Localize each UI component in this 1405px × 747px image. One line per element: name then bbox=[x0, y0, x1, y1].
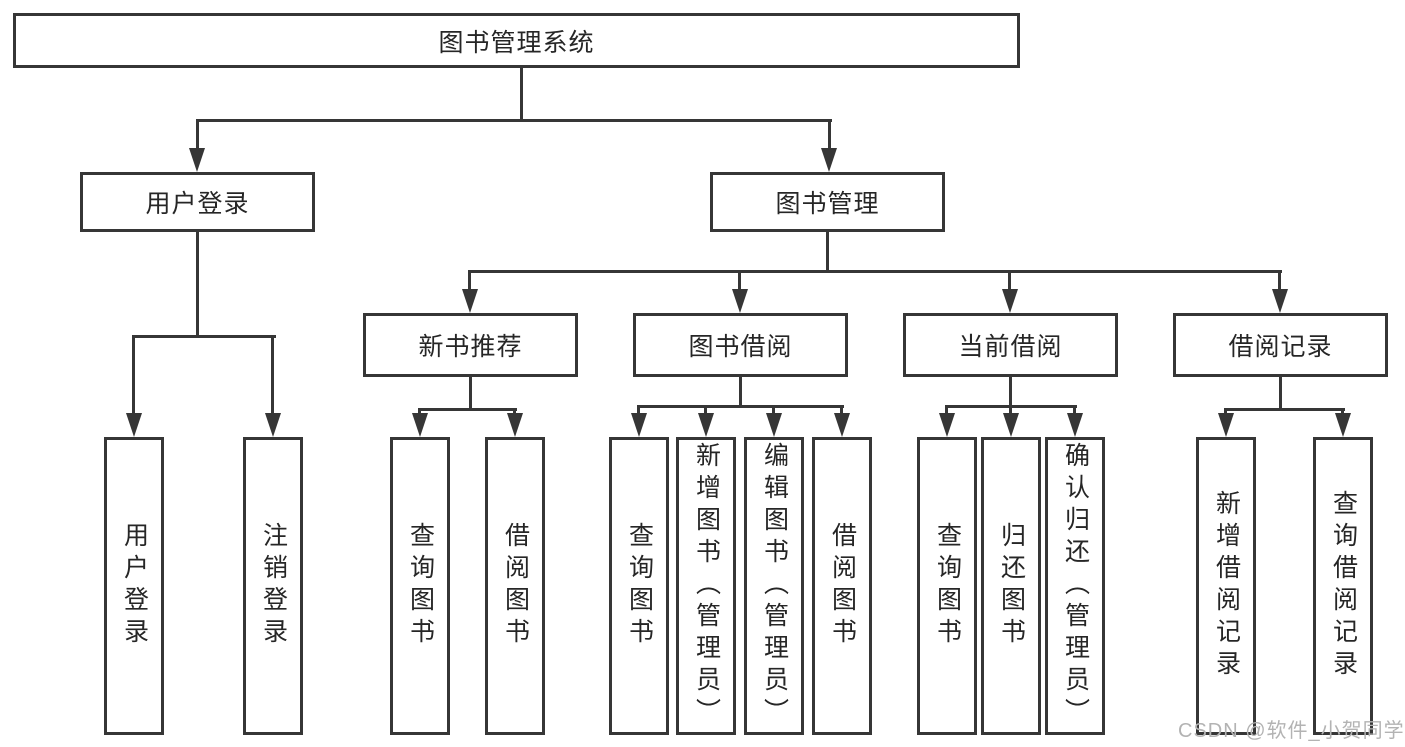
arrow-down-icon bbox=[1335, 413, 1351, 437]
node-label: 借阅图书 bbox=[501, 522, 530, 650]
arrow-down-icon bbox=[834, 413, 850, 437]
connector-line bbox=[469, 377, 472, 411]
connector-line bbox=[1224, 408, 1345, 411]
connector-line bbox=[196, 119, 832, 122]
connector-line bbox=[772, 405, 775, 416]
connector-line bbox=[196, 232, 199, 338]
node-label: 图书管理 bbox=[775, 190, 880, 218]
connector-line bbox=[1009, 405, 1012, 416]
connector-line bbox=[1224, 408, 1227, 416]
node-query-books-current: 查询图书 bbox=[917, 437, 977, 735]
connector-line bbox=[945, 405, 948, 416]
connector-line bbox=[1009, 377, 1012, 408]
node-book-management: 图书管理 bbox=[710, 172, 945, 232]
node-book-borrowing: 图书借阅 bbox=[633, 313, 848, 377]
node-add-borrow-record: 新增借阅记录 bbox=[1196, 437, 1256, 735]
connector-line bbox=[271, 335, 274, 415]
node-label: 查询图书 bbox=[625, 522, 654, 650]
node-label: 编辑图书（管理员） bbox=[760, 442, 789, 730]
node-label: 图书管理系统 bbox=[438, 28, 595, 57]
connector-line bbox=[704, 405, 707, 416]
connector-line bbox=[739, 377, 742, 408]
connector-line bbox=[418, 408, 421, 416]
arrow-down-icon bbox=[1218, 413, 1234, 437]
node-label: 新增借阅记录 bbox=[1212, 490, 1241, 682]
arrow-down-icon bbox=[412, 413, 428, 437]
node-label: 借阅记录 bbox=[1228, 333, 1333, 361]
csdn-watermark: CSDN @软件_小贺同学 bbox=[1178, 720, 1405, 742]
node-label: 当前借阅 bbox=[958, 333, 1063, 361]
arrow-down-icon bbox=[698, 413, 714, 437]
node-query-borrow-record: 查询借阅记录 bbox=[1313, 437, 1373, 735]
arrow-down-icon bbox=[1003, 413, 1019, 437]
arrow-down-icon bbox=[189, 148, 205, 172]
connector-line bbox=[520, 68, 523, 121]
arrow-down-icon bbox=[1002, 289, 1018, 313]
node-borrowing-records: 借阅记录 bbox=[1173, 313, 1388, 377]
connector-line bbox=[468, 270, 471, 292]
arrow-down-icon bbox=[766, 413, 782, 437]
connector-line bbox=[1278, 270, 1281, 292]
node-label: 用户登录 bbox=[145, 190, 250, 218]
node-label: 查询图书 bbox=[933, 522, 962, 650]
node-confirm-return-admin: 确认归还（管理员） bbox=[1045, 437, 1105, 735]
connector-line bbox=[1073, 405, 1076, 416]
node-add-books-admin: 新增图书（管理员） bbox=[676, 437, 736, 735]
node-new-book-recommendation: 新书推荐 bbox=[363, 313, 578, 377]
node-return-books: 归还图书 bbox=[981, 437, 1041, 735]
connector-line bbox=[1279, 377, 1282, 411]
node-label: 新书推荐 bbox=[418, 333, 523, 361]
node-logout: 注销登录 bbox=[243, 437, 303, 735]
connector-line bbox=[132, 335, 135, 415]
node-library-management-system: 图书管理系统 bbox=[13, 13, 1020, 68]
node-label: 图书借阅 bbox=[688, 333, 793, 361]
arrow-down-icon bbox=[507, 413, 523, 437]
arrow-down-icon bbox=[631, 413, 647, 437]
connector-line bbox=[738, 270, 741, 292]
node-label: 新增图书（管理员） bbox=[692, 442, 721, 730]
node-label: 用户登录 bbox=[120, 522, 149, 650]
connector-line bbox=[637, 405, 844, 408]
node-query-books-borrowing: 查询图书 bbox=[609, 437, 669, 735]
connector-line bbox=[840, 405, 843, 416]
node-label: 借阅图书 bbox=[828, 522, 857, 650]
connector-line bbox=[196, 119, 199, 151]
node-query-books-recommend: 查询图书 bbox=[390, 437, 450, 735]
node-label: 确认归还（管理员） bbox=[1061, 442, 1090, 730]
node-borrow-books-borrowing: 借阅图书 bbox=[812, 437, 872, 735]
node-label: 注销登录 bbox=[259, 522, 288, 650]
arrow-down-icon bbox=[939, 413, 955, 437]
connector-line bbox=[1008, 270, 1011, 292]
node-label: 归还图书 bbox=[997, 522, 1026, 650]
connector-line bbox=[828, 119, 831, 151]
node-label: 查询借阅记录 bbox=[1329, 490, 1358, 682]
node-label: 查询图书 bbox=[406, 522, 435, 650]
arrow-down-icon bbox=[732, 289, 748, 313]
arrow-down-icon bbox=[462, 289, 478, 313]
connector-line bbox=[637, 405, 640, 416]
connector-line bbox=[418, 408, 517, 411]
node-borrow-books-recommend: 借阅图书 bbox=[485, 437, 545, 735]
node-current-borrowing: 当前借阅 bbox=[903, 313, 1118, 377]
arrow-down-icon bbox=[1272, 289, 1288, 313]
connector-line bbox=[513, 408, 516, 416]
arrow-down-icon bbox=[821, 148, 837, 172]
connector-line bbox=[1341, 408, 1344, 416]
connector-line bbox=[826, 232, 829, 273]
node-user-login-action: 用户登录 bbox=[104, 437, 164, 735]
arrow-down-icon bbox=[265, 413, 281, 437]
node-user-login: 用户登录 bbox=[80, 172, 315, 232]
node-edit-books-admin: 编辑图书（管理员） bbox=[744, 437, 804, 735]
connector-line bbox=[468, 270, 1282, 273]
arrow-down-icon bbox=[1067, 413, 1083, 437]
arrow-down-icon bbox=[126, 413, 142, 437]
connector-line bbox=[132, 335, 276, 338]
